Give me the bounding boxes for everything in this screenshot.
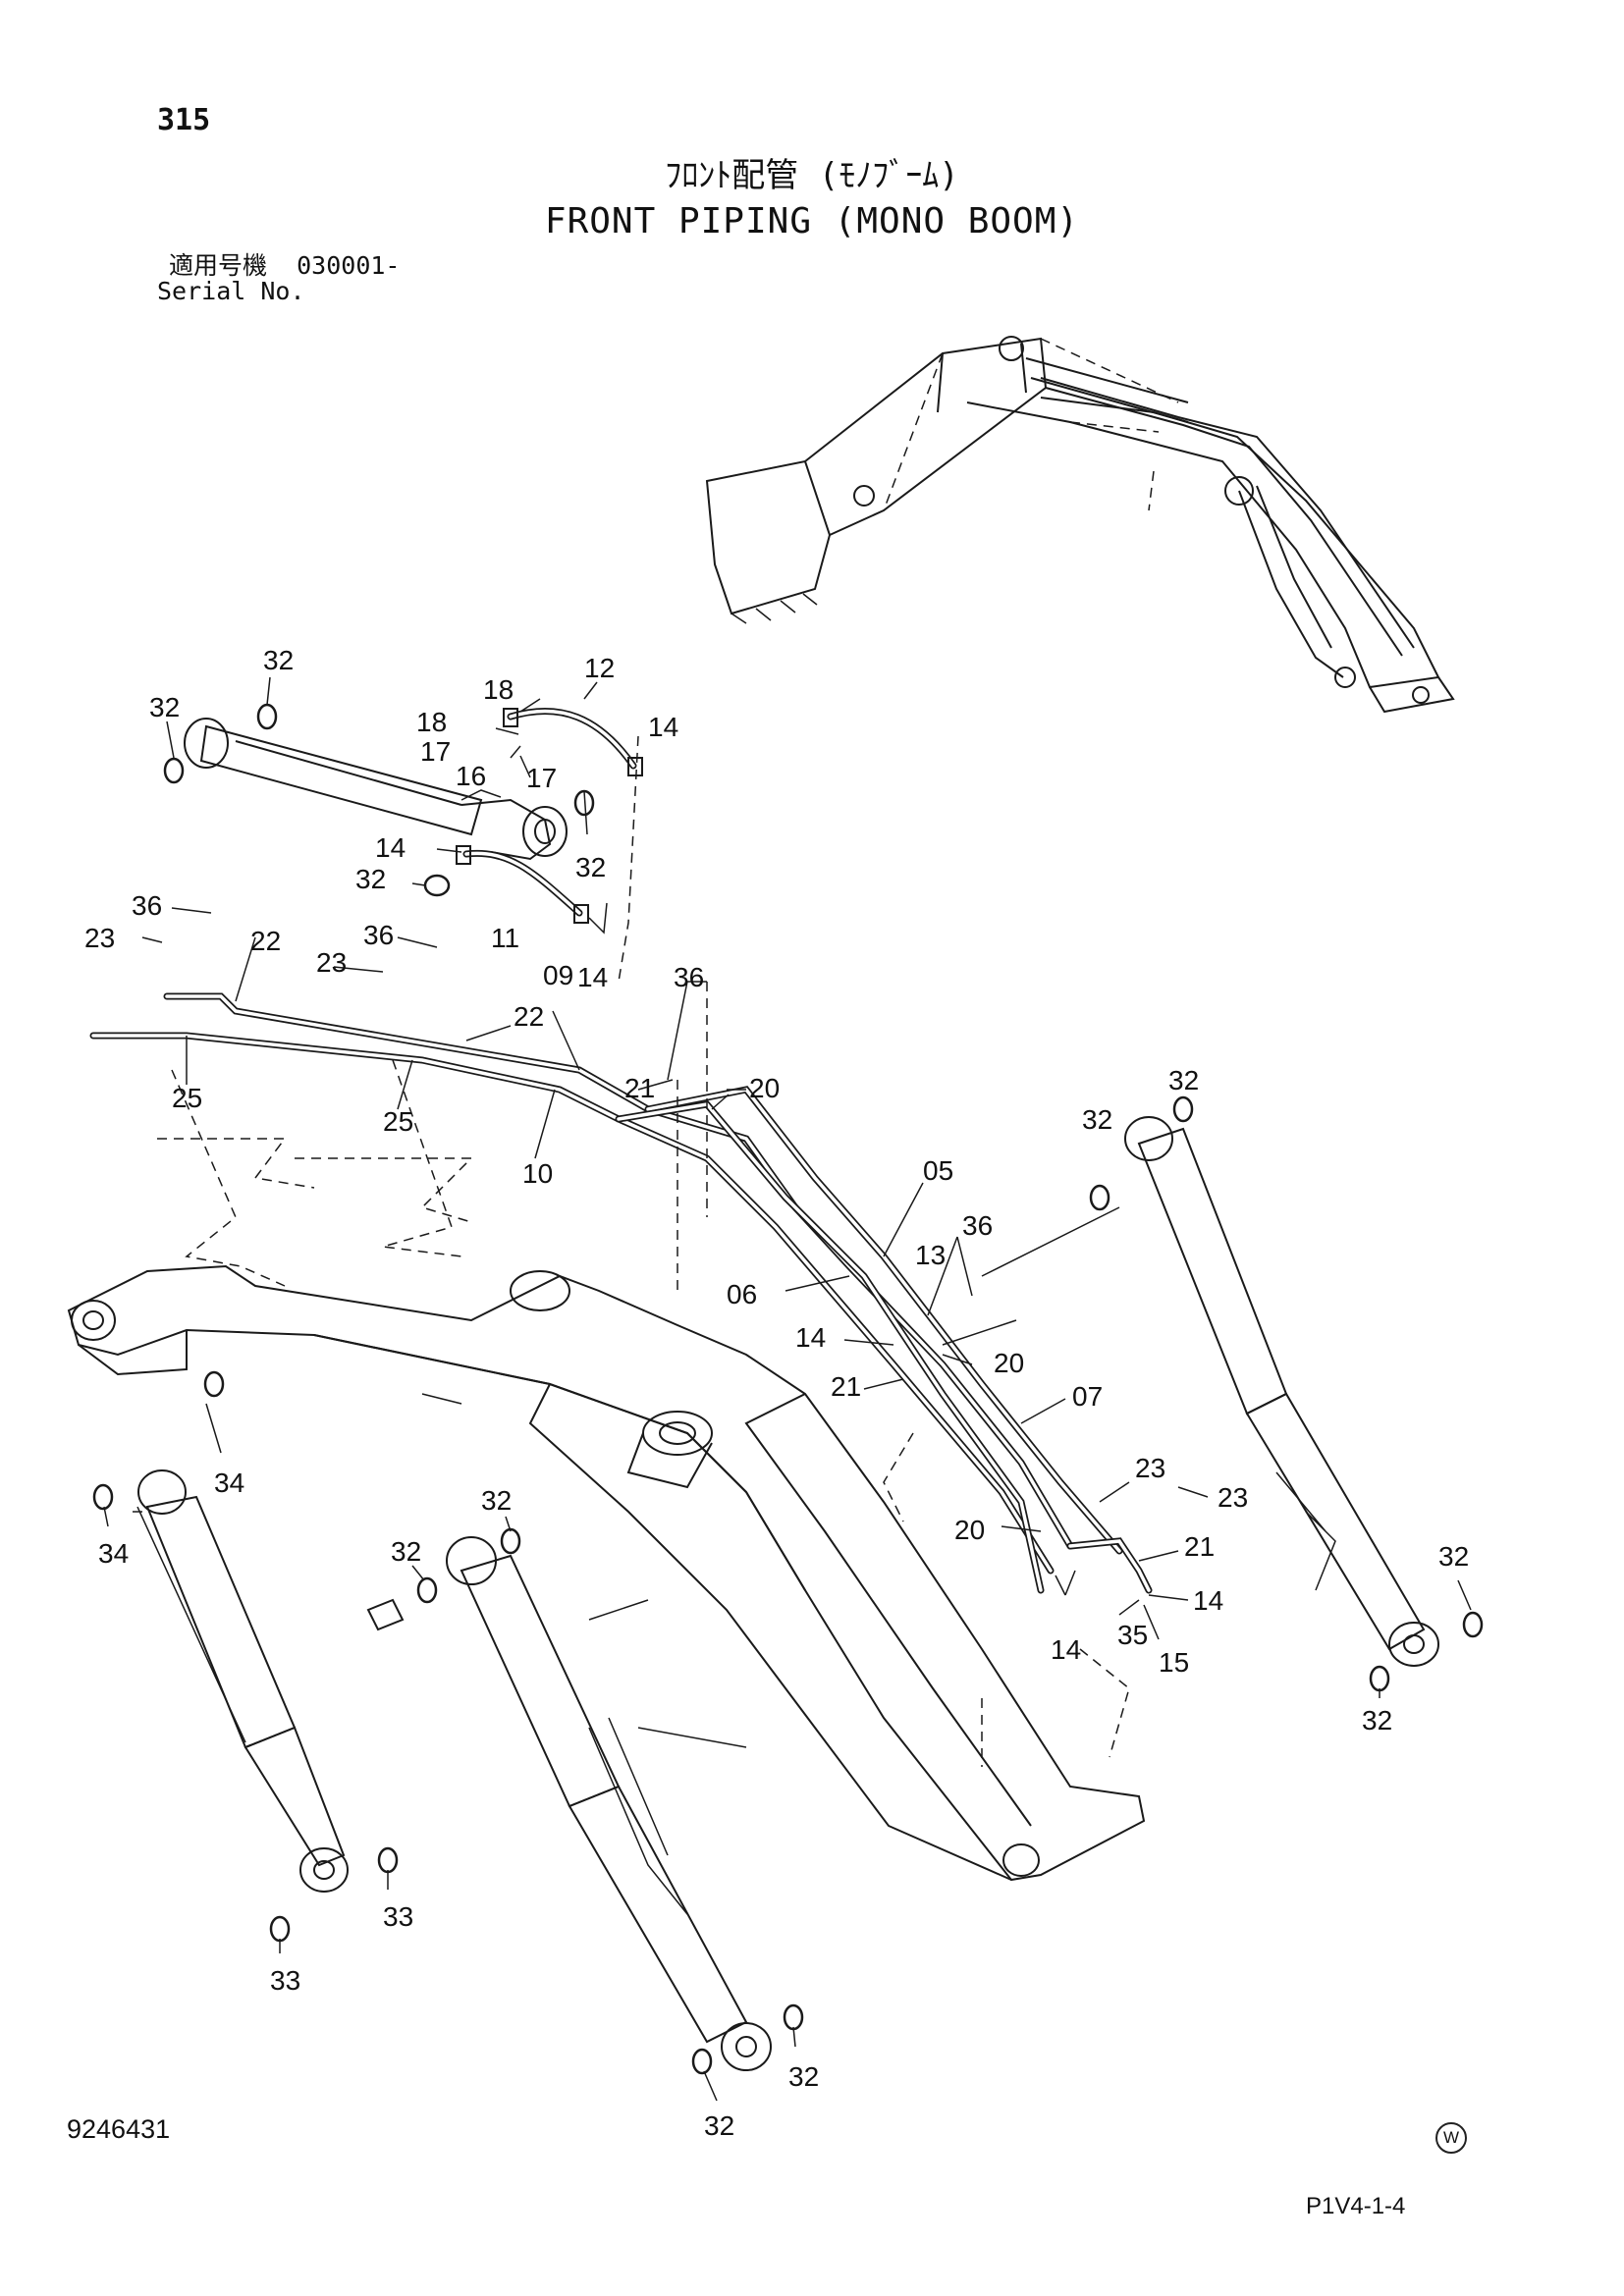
- w-mark-icon: W: [1435, 2122, 1467, 2154]
- part-callouts: 32 32 18 12 18 17 16 17 14 14 32 32 11 1…: [84, 645, 1469, 2141]
- callout: 23: [84, 923, 115, 953]
- callout: 32: [263, 645, 294, 675]
- callout: 21: [1184, 1531, 1215, 1562]
- callout: 36: [363, 920, 394, 950]
- callout: 10: [522, 1158, 553, 1189]
- serial-range: 030001-: [297, 251, 401, 280]
- sheet-code: P1V4-1-4: [1306, 2193, 1406, 2219]
- callout: 14: [375, 832, 406, 863]
- callout: 25: [383, 1106, 413, 1137]
- title-english: FRONT PIPING (MONO BOOM): [544, 201, 1080, 241]
- hoses: [456, 707, 643, 924]
- document-number: 9246431: [67, 2114, 171, 2144]
- callout: 17: [526, 763, 557, 793]
- page-number: 315: [157, 103, 211, 137]
- callout: 07: [1072, 1381, 1103, 1412]
- callout: 32: [355, 864, 386, 894]
- callout: 32: [704, 2110, 734, 2141]
- callout: 23: [1135, 1453, 1165, 1483]
- callout: 32: [391, 1536, 421, 1567]
- title-japanese: ﾌﾛﾝﾄ配管 (ﾓﾉﾌﾞｰﾑ): [665, 156, 959, 195]
- callout: 09: [543, 960, 573, 990]
- callout: 14: [648, 712, 678, 742]
- serial-label-english: Serial No.: [157, 277, 305, 305]
- callout: 32: [575, 852, 606, 882]
- callout: 21: [624, 1073, 655, 1103]
- callout: 18: [483, 674, 514, 705]
- callout: 06: [727, 1279, 757, 1309]
- callout: 05: [923, 1155, 953, 1186]
- callout: 32: [1168, 1065, 1199, 1095]
- callout: 18: [416, 707, 447, 737]
- right-boom-cylinder: [1124, 1116, 1439, 1667]
- front-overview-illustration: [705, 336, 1455, 714]
- upper-steel-pipes: [89, 992, 1153, 1594]
- callout: 14: [1193, 1585, 1223, 1616]
- mono-boom: [67, 735, 1146, 1882]
- callout: 36: [962, 1210, 993, 1241]
- callout: 33: [383, 1901, 413, 1932]
- serial-label-jp-text: 適用号機: [169, 251, 268, 280]
- callout: 16: [456, 761, 486, 791]
- callout: 32: [1438, 1541, 1469, 1572]
- callout: 36: [132, 890, 162, 921]
- callout: 23: [316, 947, 347, 978]
- callout: 11: [491, 923, 519, 953]
- callout: 22: [250, 926, 281, 956]
- callout: 14: [577, 962, 608, 992]
- callout: 23: [1218, 1482, 1248, 1513]
- serial-label-japanese: 適用号機 030001-: [169, 253, 400, 278]
- callout: 21: [831, 1371, 861, 1402]
- callout: 20: [954, 1515, 985, 1545]
- callout: 32: [788, 2061, 819, 2092]
- leader-lines: [103, 676, 1472, 2102]
- callout: 13: [915, 1240, 946, 1270]
- callout: 20: [749, 1073, 780, 1103]
- callout: 20: [994, 1348, 1024, 1378]
- callout: 35: [1117, 1620, 1148, 1650]
- callout: 14: [1051, 1634, 1081, 1665]
- callout: 25: [172, 1083, 202, 1113]
- callout: 32: [1362, 1705, 1392, 1735]
- callout: 12: [584, 653, 615, 683]
- callout: 32: [481, 1485, 512, 1516]
- callout: 14: [795, 1322, 826, 1353]
- callout: 33: [270, 1965, 300, 1996]
- callout: 34: [214, 1468, 244, 1498]
- middle-boom-cylinder: [366, 1536, 772, 2071]
- callout: 36: [674, 962, 704, 992]
- callout: 32: [1082, 1104, 1112, 1135]
- o-rings: [92, 703, 1484, 2075]
- callout: 17: [420, 736, 451, 767]
- callout: 15: [1159, 1647, 1189, 1678]
- left-boom-cylinder: [133, 1469, 349, 1893]
- callout: 34: [98, 1538, 129, 1569]
- callout: 22: [514, 1001, 544, 1032]
- arm-cylinder: [184, 718, 568, 861]
- callout: 32: [149, 692, 180, 722]
